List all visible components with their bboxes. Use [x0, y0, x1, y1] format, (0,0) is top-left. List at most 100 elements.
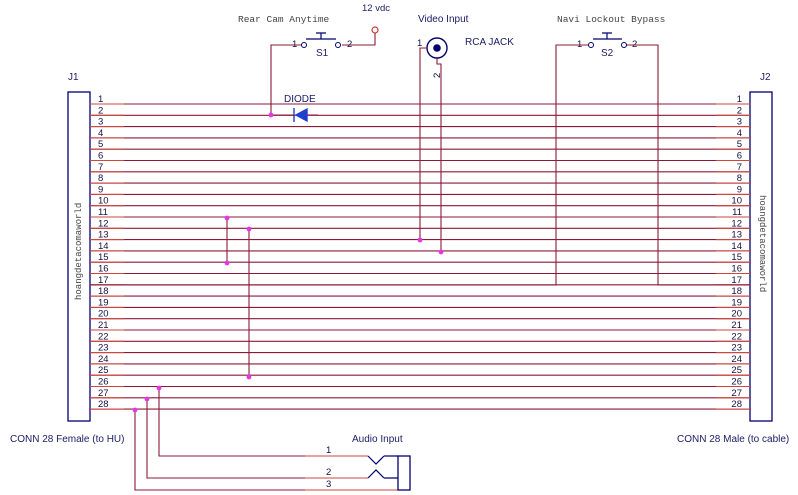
j2-pin-label-6: 6	[737, 151, 742, 162]
rca-wire-1	[419, 47, 427, 240]
j2-pin-label-23: 23	[731, 343, 742, 354]
j2-caption: CONN 28 Male (to cable)	[677, 434, 789, 445]
j2-ref-label: J2	[760, 72, 771, 83]
s1-contact-right	[335, 42, 341, 48]
j1-pin-label-7: 7	[98, 162, 103, 173]
s1-pin-2-label: 2	[347, 39, 352, 50]
s2-ref-label: S2	[601, 48, 614, 59]
junction-pin12	[224, 215, 230, 221]
j2-pin-label-9: 9	[737, 184, 742, 195]
j2-pin-label-27: 27	[731, 388, 742, 399]
j1-pin-label-10: 10	[98, 196, 109, 207]
s2-title: Navi Lockout Bypass	[557, 14, 665, 25]
j2-pin-label-20: 20	[731, 309, 742, 320]
j1-pin-label-20: 20	[98, 309, 109, 320]
j1-ref-label: J1	[68, 72, 79, 83]
j2-pin-label-25: 25	[731, 365, 742, 376]
j1-pin-label-23: 23	[98, 343, 109, 354]
j1-pin-label-6: 6	[98, 151, 103, 162]
j1-pin-label-8: 8	[98, 173, 103, 184]
j1-pin-label-13: 13	[98, 230, 109, 241]
j1-pin-label-15: 15	[98, 252, 109, 263]
s2-wire-left	[90, 44, 588, 286]
j1-pin-label-5: 5	[98, 139, 103, 150]
j2-pin-label-14: 14	[731, 241, 742, 252]
diode-symbol	[293, 107, 308, 123]
j2-pin-label-7: 7	[737, 162, 742, 173]
j1-pin-label-21: 21	[98, 320, 109, 331]
j1-pin-label-28: 28	[98, 399, 109, 410]
j2-pin-label-26: 26	[731, 377, 742, 388]
rca-pin-1-label: 1	[417, 38, 422, 49]
j1-pin-label-11: 11	[98, 207, 108, 218]
j2-side-text: hoangdetacomaworld	[757, 195, 767, 292]
j1-pin-label-2: 2	[98, 105, 103, 116]
j2-pin-label-21: 21	[731, 320, 742, 331]
j2-pin-label-11: 11	[732, 207, 742, 218]
power-label: 12 vdc	[362, 3, 390, 14]
j1-side-text: hoangdetacomaworld	[74, 203, 84, 300]
junction-pin15	[224, 260, 230, 266]
audio-pin-3-label: 3	[326, 479, 331, 490]
junction-pin25	[246, 374, 252, 380]
j1-pin-label-27: 27	[98, 388, 109, 399]
j2-pin-label-3: 3	[737, 117, 742, 128]
j2-pin-label-19: 19	[731, 297, 742, 308]
s2-contact-right	[621, 42, 627, 48]
j2-pin-label-5: 5	[737, 139, 742, 150]
rca-label: RCA JACK	[465, 37, 514, 48]
j1-pin-label-24: 24	[98, 354, 109, 365]
j2-pin-label-15: 15	[731, 252, 742, 263]
power-wire	[342, 33, 376, 46]
j1-pin-label-25: 25	[98, 365, 109, 376]
j2-pin-label-12: 12	[731, 218, 742, 229]
audio-jack-contacts	[367, 455, 398, 479]
rca-title: Video Input	[418, 14, 469, 25]
j1-pin-label-12: 12	[98, 218, 109, 229]
s1-title: Rear Cam Anytime	[238, 14, 330, 25]
junction-pin28	[132, 407, 138, 413]
s1-actuator	[306, 32, 336, 40]
j1-pin-label-9: 9	[98, 184, 103, 195]
rca-jack-center	[433, 44, 441, 52]
diode-label: DIODE	[284, 94, 316, 105]
j2-pin-label-18: 18	[731, 286, 742, 297]
j1-pin-label-26: 26	[98, 377, 109, 388]
rca-pin-2-label: 2	[432, 73, 443, 78]
junction-pin26	[156, 385, 162, 391]
j2-pin-label-2: 2	[737, 105, 742, 116]
j1-caption: CONN 28 Female (to HU)	[10, 434, 124, 445]
j2-pin-label-22: 22	[731, 331, 742, 342]
j2-pin-label-8: 8	[737, 173, 742, 184]
junction-rca-pin13	[417, 237, 423, 243]
s1-wire	[270, 44, 301, 115]
audio-pin-2-label: 2	[326, 467, 331, 478]
j1-pin-label-22: 22	[98, 331, 109, 342]
s2-wire-right	[627, 44, 750, 286]
j2-pin-label-13: 13	[731, 230, 742, 241]
j2-pin-label-17: 17	[731, 275, 742, 286]
audio-title: Audio Input	[352, 434, 403, 445]
audio-wire-2	[146, 399, 338, 479]
audio-wire-3	[134, 410, 338, 491]
j1-connector-body	[67, 91, 91, 422]
s2-actuator	[593, 32, 622, 40]
j1-pin-label-18: 18	[98, 286, 109, 297]
power-terminal	[371, 26, 379, 34]
j1-pin-label-19: 19	[98, 297, 109, 308]
audio-wire-1	[158, 388, 338, 457]
j2-pin-label-10: 10	[731, 196, 742, 207]
junction-rca-pin14	[438, 249, 444, 255]
j2-pin-label-1: 1	[737, 94, 742, 105]
rca-wire-2	[436, 58, 442, 252]
j2-pin-label-16: 16	[731, 264, 742, 275]
audio-jack-body	[397, 455, 411, 491]
j1-pin-label-3: 3	[98, 117, 103, 128]
j2-pin-label-24: 24	[731, 354, 742, 365]
s1-contact-left	[301, 42, 307, 48]
j1-pin-label-4: 4	[98, 128, 103, 139]
j1-pin-label-14: 14	[98, 241, 109, 252]
j1-pin-label-17: 17	[98, 275, 109, 286]
